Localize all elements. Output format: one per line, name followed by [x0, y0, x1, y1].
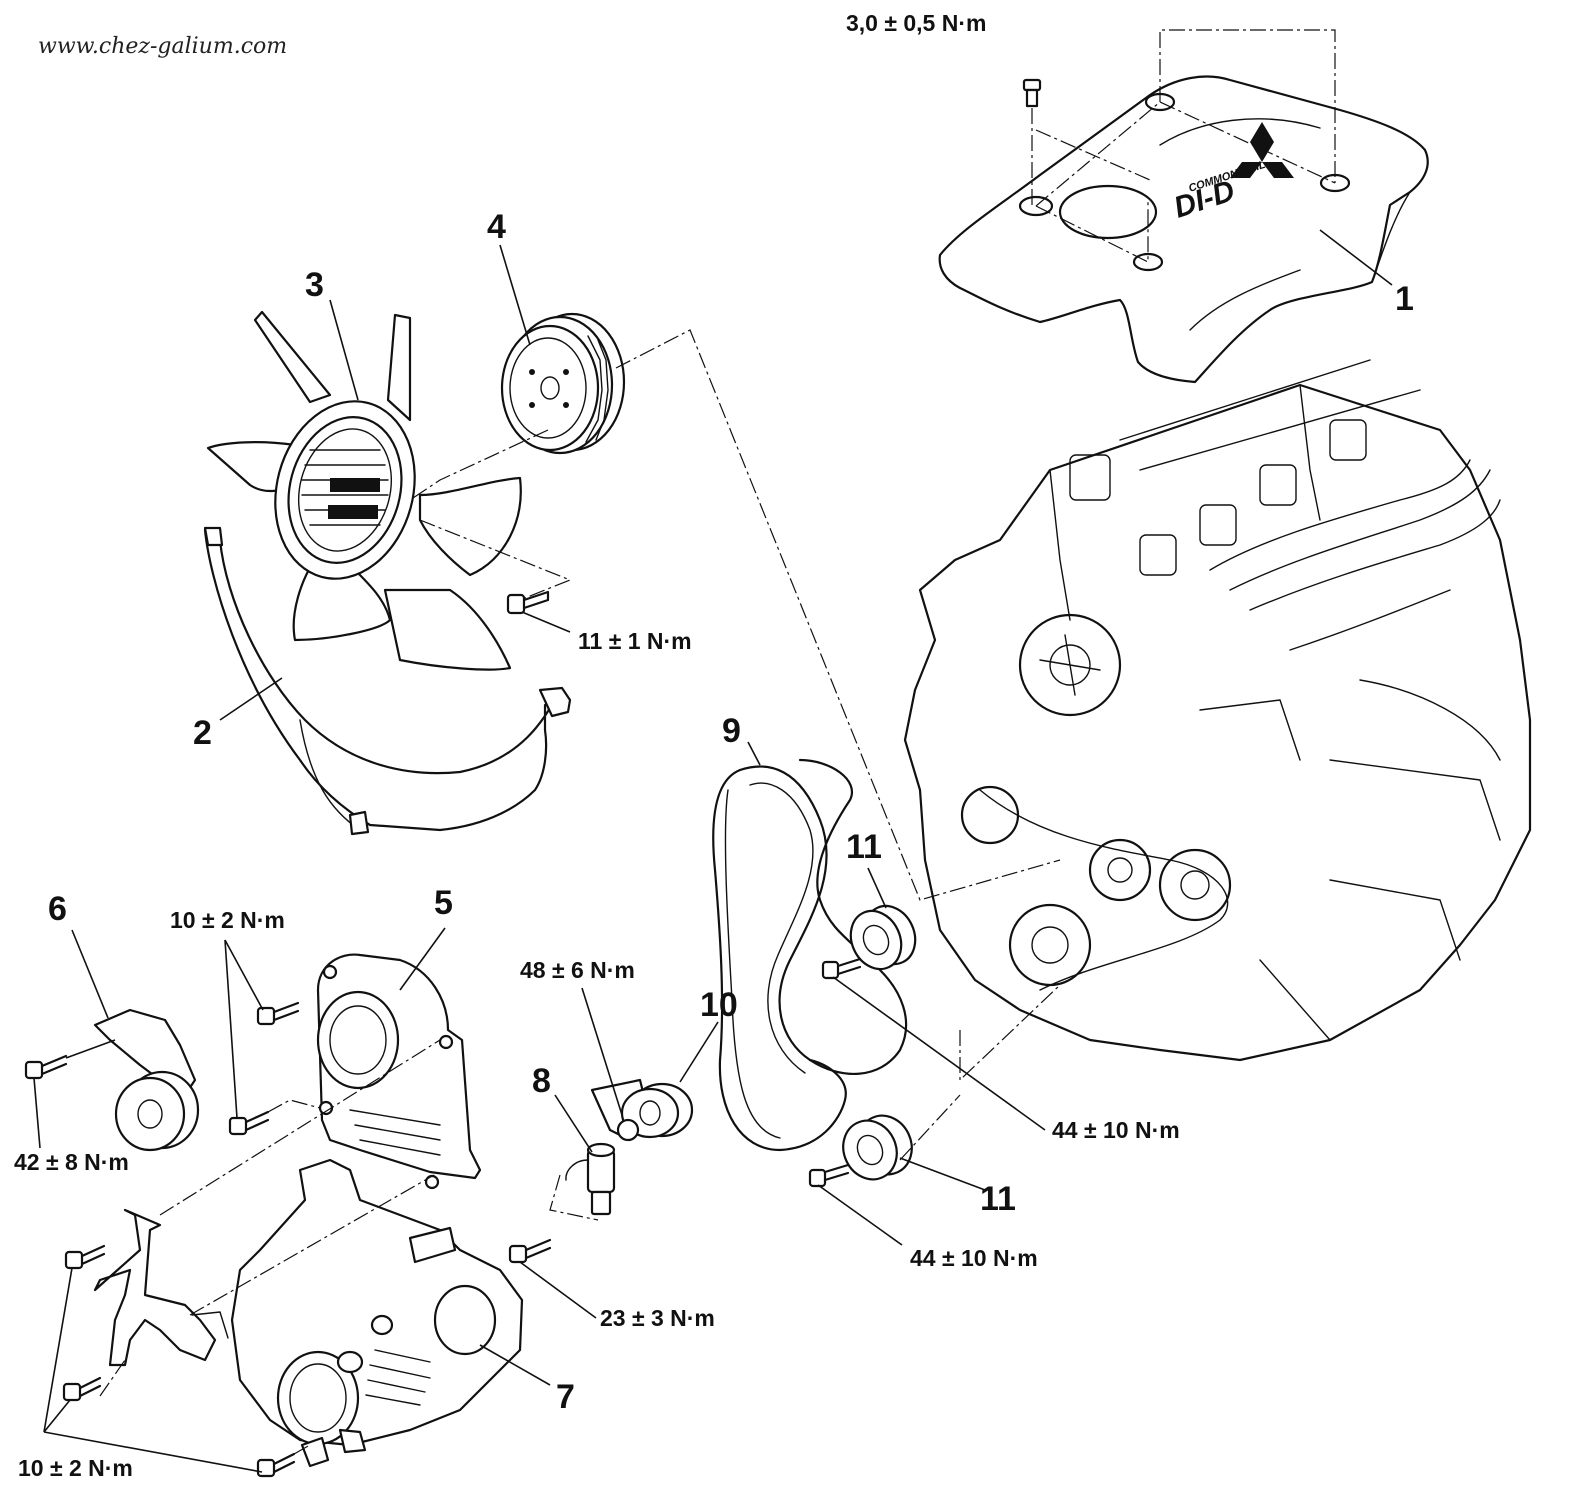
callout-3: 3 — [305, 266, 324, 304]
fan-part — [206, 299, 522, 671]
watermark-text: www.chez-galium.com — [38, 34, 287, 59]
callout-8: 8 — [532, 1062, 551, 1100]
callout-11-upper: 11 — [846, 828, 882, 866]
belt-part — [712, 741, 908, 1152]
pulley-part — [499, 244, 626, 455]
callout-11-lower: 11 — [980, 1180, 1016, 1218]
cover-bolt — [1022, 78, 1042, 108]
timing-cover-lower-part — [230, 1158, 551, 1468]
plate-bracket-part — [93, 1208, 229, 1367]
idler-upper-bolt — [821, 957, 862, 980]
callout-9: 9 — [722, 712, 741, 750]
torque-cover5-bolts: 10 ± 2 N·m — [170, 907, 285, 933]
fan-shroud-part — [203, 526, 572, 836]
torque-idler-lower: 44 ± 10 N·m — [910, 1245, 1038, 1271]
cover7-bolt-b — [62, 1376, 102, 1402]
callout-5: 5 — [434, 884, 453, 922]
fan-bolt — [506, 590, 550, 615]
cover5-bolt-b — [228, 1110, 270, 1136]
idler-lower-bolt — [808, 1163, 850, 1188]
callout-7: 7 — [556, 1378, 575, 1416]
torque-bracket6: 42 ± 8 N·m — [14, 1149, 129, 1175]
torque-fan-bolt: 11 ± 1 N·m — [578, 628, 692, 654]
sensor-bolt — [508, 1238, 552, 1264]
engine-cover-part: COMMON RAIL DI-D — [938, 29, 1429, 384]
callout-2: 2 — [193, 714, 212, 752]
cover7-bolt-a — [64, 1244, 106, 1270]
bracket-bolt — [24, 1054, 68, 1080]
torque-tensioner10: 48 ± 6 N·m — [520, 957, 635, 983]
callout-10: 10 — [700, 986, 738, 1024]
sensor-part — [549, 1094, 616, 1221]
torque-idler-upper: 44 ± 10 N·m — [1052, 1117, 1180, 1143]
cover5-bolt-a — [256, 1001, 300, 1026]
torque-engine-cover: 3,0 ± 0,5 N·m — [846, 10, 986, 36]
torque-sensor8: 23 ± 3 N·m — [600, 1305, 715, 1331]
bracket-part — [71, 929, 200, 1152]
engine-block — [903, 359, 1532, 1062]
idler-lower-part — [842, 1114, 986, 1191]
idler-upper-part — [849, 867, 917, 971]
timing-cover-upper-part — [316, 927, 482, 1190]
callout-1: 1 — [1395, 280, 1414, 318]
cover7-bolt-c — [256, 1452, 296, 1478]
callout-6: 6 — [48, 890, 67, 928]
torque-cover7-bolts: 10 ± 2 N·m — [18, 1455, 133, 1481]
callout-4: 4 — [487, 208, 506, 246]
